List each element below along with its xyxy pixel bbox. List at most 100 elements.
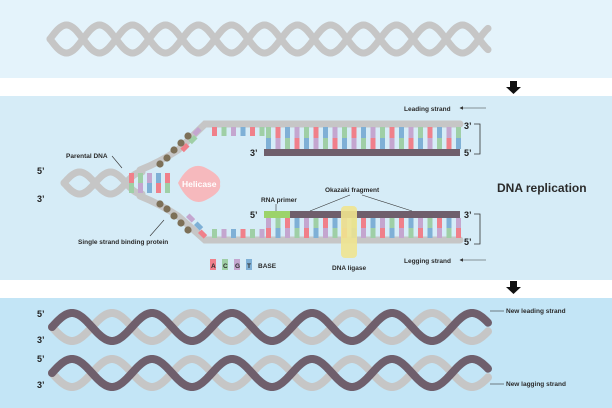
base-pair-top [418,218,423,228]
base-pair-top [456,127,461,138]
prime-label: 3’ [464,210,472,220]
prime-label: 3’ [37,194,45,204]
new-leading-strand-bar [264,149,460,156]
base-pair-bottom [275,228,281,238]
okazaki-fragment-bar [290,211,460,218]
down-arrow-icon [506,281,521,294]
base-pair-top [332,127,338,138]
base-pair-top [323,127,328,138]
prime-label: 3’ [37,380,45,390]
single-base [231,127,236,136]
base-pair-bottom [304,228,309,238]
single-base [221,127,227,136]
prime-label: 5’ [464,237,472,247]
ssb-protein-dot [170,146,178,154]
base-pair-top [370,127,376,138]
base-pair-top [437,127,442,138]
base-pair-bottom [418,228,423,238]
prime-label: 5’ [37,309,45,319]
base-pair-top [304,218,309,228]
legend-letter: A [211,263,216,270]
base-pair-bottom [275,138,281,149]
single-base [212,229,217,238]
legend-letter: C [223,263,228,270]
rna-primer-label: RNA primer [261,197,297,204]
base-pair-top [408,218,414,228]
prime-label: 3’ [464,121,472,131]
parental-base-pairs [129,173,170,193]
single-base [259,229,265,238]
leader-line [309,194,351,212]
base-pair-bottom [332,228,338,238]
prime-label: 5’ [250,210,258,220]
base-pair-top [138,173,143,183]
single-base [231,229,236,238]
helix-strand [48,355,492,391]
base-pair-bottom [456,228,461,238]
new-leading-strand-label: New leading strand [506,308,566,315]
legend-letter: T [247,263,251,270]
single-base [185,213,196,223]
base-pair-bottom [408,138,414,149]
legend-base-label: BASE [258,263,277,270]
base-pair-top [427,127,433,138]
base-pair-bottom [456,138,461,149]
lagging-base-pairs [266,218,461,238]
single-base [197,229,208,239]
ssb-protein-dot [163,154,171,162]
ssb-protein-dot [184,132,192,140]
single-base [250,229,255,238]
base-pair-bottom [389,138,395,149]
base-pair-top [313,218,319,228]
ssb-protein-dot [156,200,164,208]
single-base [180,142,190,153]
base-pair-bottom [332,138,338,149]
base-pair-top [427,218,433,228]
rna-primer-bar [264,211,290,218]
base-pair-bottom [418,138,423,149]
helix-strand [48,355,492,391]
base-pair-bottom [408,228,414,238]
base-pair-top [147,173,152,183]
okazaki-fragment-label: Okazaki fragment [325,187,380,194]
base-pair-bottom [370,228,376,238]
prime-label: 5’ [37,166,45,176]
ssb-label: Single strand binding protein [78,239,168,246]
base-pair-bottom [294,228,300,238]
base-pair-bottom [361,228,366,238]
ssb-protein-dot [184,226,192,234]
prime-label: 3’ [37,335,45,345]
base-pair-top [266,127,271,138]
base-pair-top [380,127,385,138]
base-pair-top [266,218,271,228]
base-pair-top [313,127,319,138]
bracket-icon [474,123,481,155]
top-panel [0,0,612,78]
ssb-proteins [156,132,192,234]
base-pair-top [129,173,134,183]
base-pair-bottom [380,138,385,149]
down-arrow-icon [506,81,521,94]
bracket-icon [474,213,481,245]
base-pair-bottom [399,228,404,238]
single-base [259,127,265,136]
base-pair-bottom [380,228,385,238]
base-pair-top [323,218,328,228]
base-pair-top [156,173,161,183]
base-pair-top [275,218,281,228]
base-pair-top [304,127,309,138]
ssb-protein-dot [177,139,185,147]
base-pair-top [165,173,170,183]
parental-helix-top [46,21,492,57]
single-base [221,229,227,238]
legend-swatch-a [210,259,216,270]
base-pair-top [361,218,366,228]
parental-dna-label: Parental DNA [66,153,108,160]
legend-letter: G [235,263,240,270]
base-pair-bottom [129,183,134,193]
base-pair-bottom [370,138,376,149]
base-pair-top [380,218,385,228]
diagram-title: DNA replication [497,181,587,195]
base-pair-bottom [427,228,433,238]
